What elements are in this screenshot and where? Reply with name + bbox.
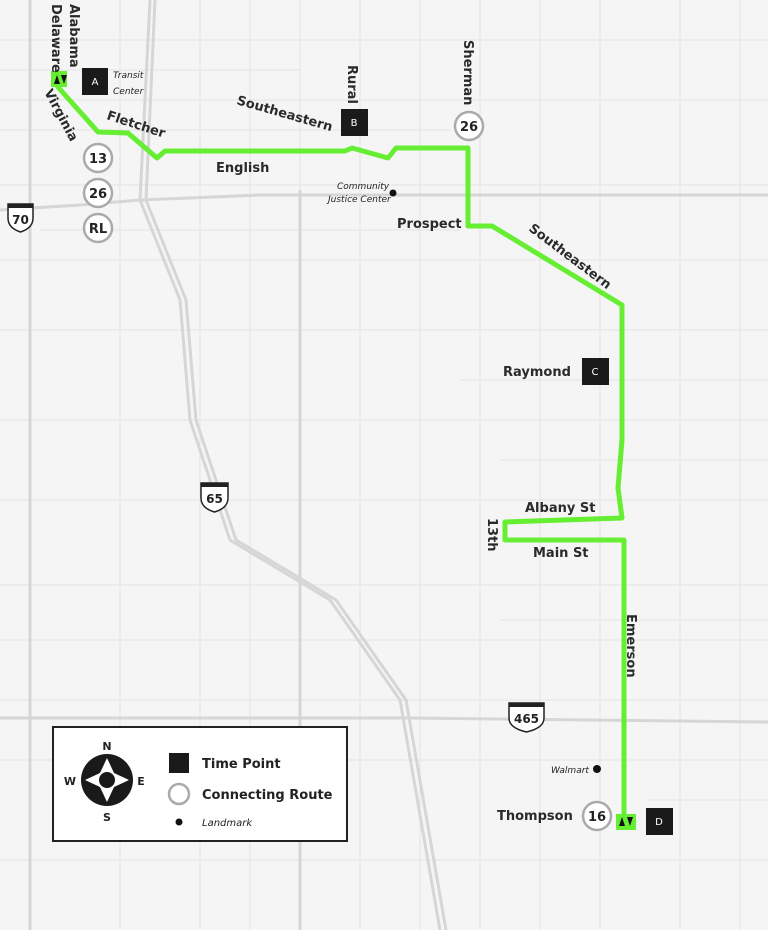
- landmark-walmart-icon: [593, 765, 601, 773]
- start-arrow-icon: [51, 71, 67, 87]
- legend-connecting-route-label: Connecting Route: [202, 788, 333, 803]
- legend-landmark-label: Landmark: [202, 818, 253, 829]
- street-label-rural: Rural: [344, 65, 359, 104]
- street-label-albany: Albany St: [525, 501, 595, 516]
- time-point-d: D: [646, 808, 673, 835]
- time-point-a: A: [82, 68, 108, 95]
- street-label-english: English: [216, 161, 269, 176]
- street-label-delaware: Delaware: [48, 4, 63, 73]
- street-label-fletcher: Fletcher: [105, 109, 168, 142]
- end-arrow-icon: [616, 814, 636, 830]
- transit-center-label-1: Transit: [113, 71, 144, 81]
- connecting-route-rl: RL: [82, 212, 114, 244]
- street-label-13th: 13th: [484, 518, 499, 552]
- interstate-465-icon: 465: [508, 702, 545, 733]
- connecting-route-26-west: 26: [82, 177, 114, 209]
- street-label-main: Main St: [533, 546, 589, 561]
- legend: N S W E Time Point Connecting Route Land…: [52, 726, 348, 842]
- svg-text:C: C: [592, 367, 599, 378]
- compass-n: N: [102, 740, 111, 753]
- route-line: [55, 84, 627, 825]
- walmart-label: Walmart: [551, 766, 589, 776]
- svg-text:D: D: [655, 817, 663, 828]
- svg-text:A: A: [92, 77, 99, 88]
- compass-s: S: [103, 811, 111, 824]
- street-label-virginia: Virginia: [40, 87, 80, 144]
- svg-text:26: 26: [460, 120, 478, 135]
- compass-icon: [81, 754, 133, 806]
- street-label-thompson: Thompson: [497, 809, 573, 824]
- connecting-route-26-sherman: 26: [453, 110, 485, 142]
- svg-text:RL: RL: [89, 222, 107, 237]
- street-label-alabama: Alabama: [66, 4, 81, 68]
- svg-text:70: 70: [12, 213, 29, 227]
- landmark-community-justice-icon: [389, 189, 397, 197]
- legend-time-point-icon: [169, 753, 189, 773]
- svg-text:B: B: [351, 118, 358, 129]
- community-justice-label-2: Justice Center: [326, 195, 392, 205]
- transit-center-label-2: Center: [113, 87, 145, 97]
- svg-text:26: 26: [89, 187, 107, 202]
- street-label-raymond: Raymond: [503, 365, 571, 380]
- community-justice-label-1: Community: [337, 182, 390, 192]
- time-point-b: B: [341, 109, 368, 136]
- svg-text:13: 13: [89, 152, 107, 167]
- street-label-emerson: Emerson: [623, 614, 638, 678]
- legend-landmark-icon: [175, 818, 183, 826]
- connecting-route-16: 16: [581, 800, 613, 832]
- svg-text:65: 65: [206, 492, 223, 506]
- interstate-65-icon: 65: [200, 482, 229, 513]
- interstate-70-icon: 70: [7, 203, 34, 233]
- svg-text:465: 465: [514, 712, 539, 726]
- connecting-route-13: 13: [82, 142, 114, 174]
- street-label-sherman: Sherman: [460, 40, 475, 105]
- legend-connecting-route-icon: [167, 782, 191, 806]
- compass-e: E: [137, 775, 145, 788]
- svg-text:16: 16: [588, 810, 606, 825]
- legend-time-point-label: Time Point: [202, 757, 281, 772]
- time-point-c: C: [582, 358, 609, 385]
- compass-w: W: [64, 775, 76, 788]
- street-label-prospect: Prospect: [397, 217, 462, 232]
